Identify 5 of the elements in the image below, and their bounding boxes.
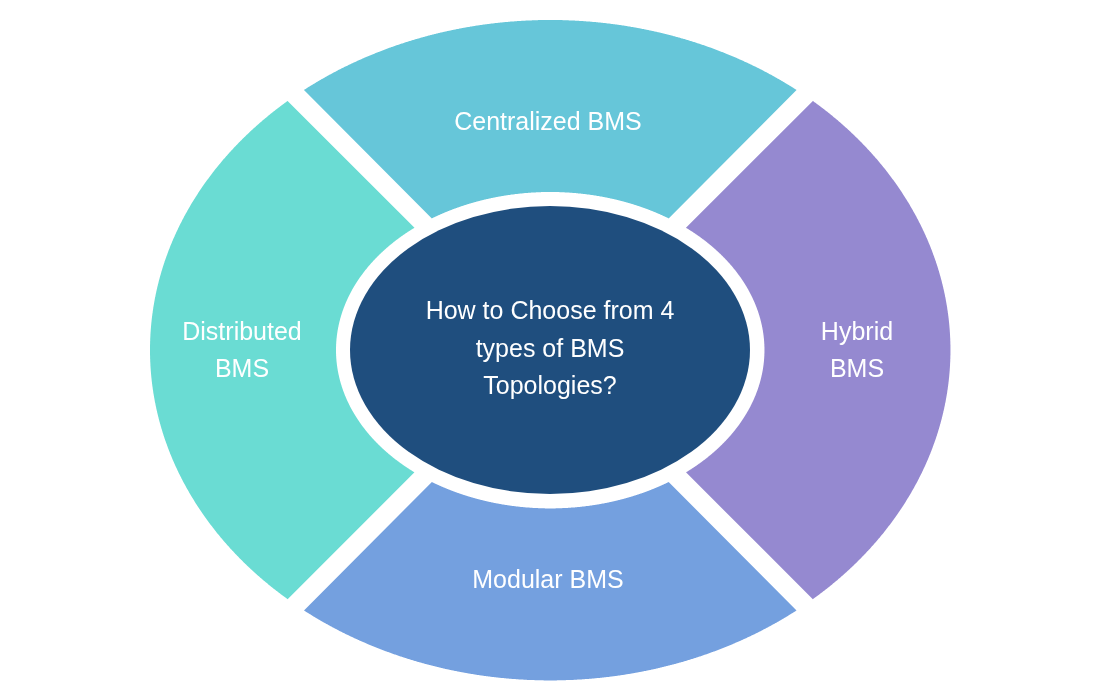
segment-label: Hybrid BMS xyxy=(819,315,895,384)
segment-label: Centralized BMS xyxy=(453,106,643,138)
center-question: How to Choose from 4 types of BMS Topologies? xyxy=(425,294,675,401)
segment-label: Modular BMS xyxy=(471,564,625,596)
segment-label: Distributed BMS xyxy=(181,315,303,384)
